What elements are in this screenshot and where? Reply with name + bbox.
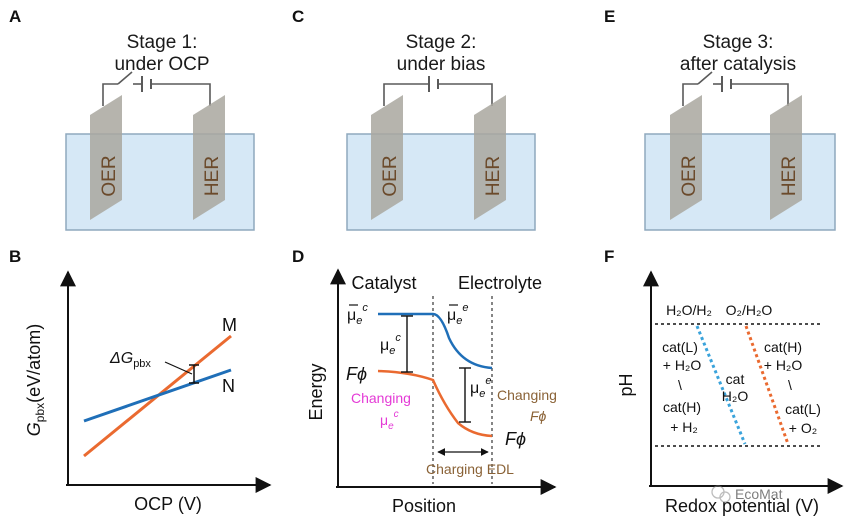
panel-label-e: E	[604, 7, 615, 26]
her-label-a: HER	[202, 156, 223, 196]
panel-f: F H₂O/H₂ O₂/H₂O cat(L) + H₂O \ cat(H) + …	[604, 247, 844, 516]
couple-h2o-h2: H₂O/H₂	[666, 302, 712, 318]
oer-label-e: OER	[679, 155, 700, 196]
mu-bar-c-label: μec	[347, 302, 368, 327]
panel-label-f: F	[604, 247, 614, 266]
electrolyte-label: Electrolyte	[458, 273, 542, 293]
her-label-c: HER	[483, 156, 504, 196]
panel-label-c: C	[292, 7, 304, 26]
middle-region-line1: cat	[726, 371, 745, 387]
line-n-label: N	[222, 376, 235, 396]
stage-3-title-line1: Stage 3:	[703, 32, 774, 53]
right-region-labels: cat(H) + H₂O \ cat(L) + O₂	[764, 339, 821, 436]
line-n	[83, 368, 232, 423]
mu-e-bracket	[459, 367, 471, 423]
y-axis-label-b: Gpbx(eV/atom)	[24, 324, 47, 436]
stage-1-title-line1: Stage 1:	[127, 32, 198, 53]
right-region-line4: cat(L)	[785, 401, 821, 417]
left-region-line3: \	[678, 377, 682, 393]
mu-c-bracket	[401, 315, 413, 373]
panel-b: B M N ΔGpbx Gpbx(eV/atom) OCP (V)	[9, 247, 272, 514]
circuit-wire-a	[102, 71, 211, 106]
oer-label-a: OER	[99, 155, 120, 196]
circuit-wire-e	[682, 71, 789, 106]
oer-electrode-e	[670, 95, 702, 220]
line-m-label: M	[222, 315, 237, 335]
oer-electrode-c	[371, 95, 403, 220]
left-region-line2: + H₂O	[663, 357, 702, 373]
left-region-labels: cat(L) + H₂O \ cat(H) + H₂	[662, 339, 701, 435]
mu-e-label: μee	[470, 375, 491, 400]
panel-e: E Stage 3: after catalysis OER HER	[604, 7, 836, 231]
her-electrode-e	[770, 95, 802, 220]
switch-open-a	[117, 71, 133, 85]
stage-2-title-line1: Stage 2:	[406, 32, 477, 53]
panel-a: A Stage 1: under OCP OER HER	[9, 7, 255, 231]
left-region-line5: + H₂	[670, 419, 698, 435]
y-axis-label-d: Energy	[306, 363, 326, 420]
o2-h2o-line	[744, 325, 790, 445]
electron-chemical-potential-curve	[378, 312, 493, 370]
panel-c: C Stage 2: under bias OER HER	[292, 7, 536, 231]
switch-open-e	[697, 71, 713, 85]
changing-right: Changing	[497, 387, 557, 403]
changing-left: Changing	[351, 390, 411, 406]
oer-electrode-a	[90, 95, 122, 220]
stage-3-title-line2: after catalysis	[680, 54, 796, 75]
her-electrode-c	[474, 95, 506, 220]
delta-g-label: ΔGpbx	[109, 350, 151, 370]
f-phi-changing: Fϕ	[530, 408, 547, 424]
charging-edl-label: Charging EDL	[426, 461, 514, 477]
right-region-line5: + O₂	[789, 420, 817, 436]
middle-region-labels: cat H₂O	[722, 371, 749, 404]
her-label-e: HER	[779, 156, 800, 196]
mu-c-changing-label: μec	[380, 409, 399, 432]
wechat-icon-small	[719, 491, 731, 503]
panel-label-b: B	[9, 247, 21, 266]
catalyst-label: Catalyst	[351, 273, 416, 293]
couple-o2-h2o: O₂/H₂O	[726, 302, 773, 318]
panel-label-a: A	[9, 7, 21, 26]
stage-2-title-line2: under bias	[397, 54, 486, 75]
left-region-line1: cat(L)	[662, 339, 698, 355]
panel-label-d: D	[292, 247, 304, 266]
oer-label-c: OER	[380, 155, 401, 196]
panel-d: D Catalyst Electrolyte μec μee μec μee F…	[292, 247, 557, 516]
her-electrode-a	[193, 95, 225, 220]
f-phi-left: Fϕ	[346, 364, 367, 384]
delta-g-bracket	[164, 361, 199, 384]
x-axis-label-f: Redox potential (V)	[665, 496, 819, 516]
watermark: EcoMat	[711, 485, 783, 503]
middle-region-line2: H₂O	[722, 388, 749, 404]
electrostatic-potential-curve	[377, 369, 493, 438]
x-axis-label-d: Position	[392, 496, 456, 516]
stage-1-title-line2: under OCP	[114, 54, 209, 75]
right-region-line2: + H₂O	[764, 357, 803, 373]
circuit-wire-c	[383, 76, 493, 106]
x-axis-label-b: OCP (V)	[134, 494, 202, 514]
mu-c-label: μec	[380, 332, 401, 357]
f-phi-right: Fϕ	[505, 429, 526, 449]
left-region-line4: cat(H)	[663, 399, 701, 415]
mu-bar-e-label: μee	[447, 302, 468, 327]
right-region-line1: cat(H)	[764, 339, 802, 355]
right-region-line3: \	[788, 377, 792, 393]
watermark-text: EcoMat	[735, 486, 783, 502]
y-axis-label-f: pH	[616, 373, 636, 396]
